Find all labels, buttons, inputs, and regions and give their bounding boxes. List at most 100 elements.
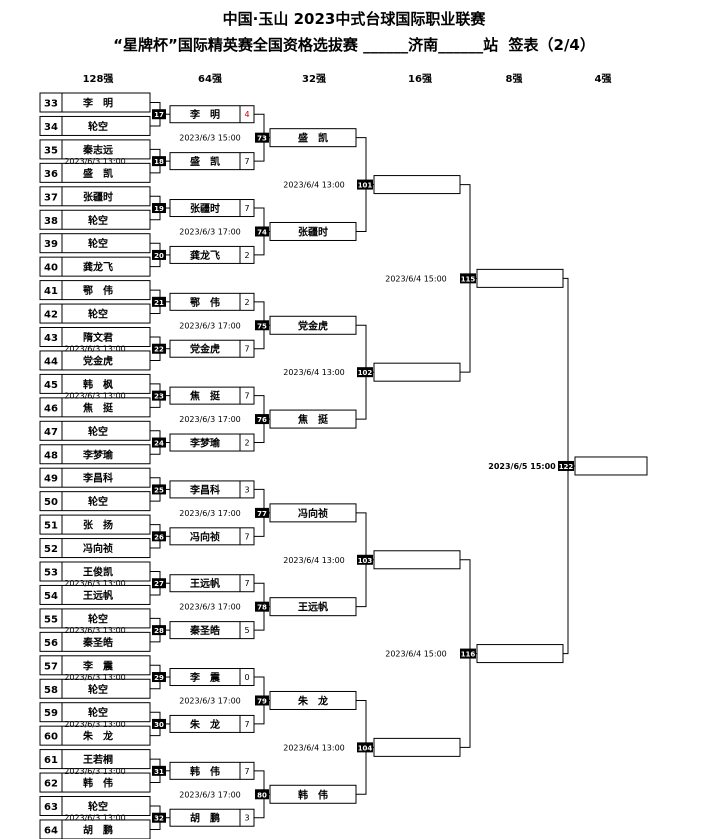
r128-player-name: 轮空 (88, 308, 108, 321)
r32-match-number: 79 (257, 697, 267, 705)
r128-seed: 42 (44, 310, 58, 321)
r64-match-number: 26 (154, 533, 164, 541)
r128-player-name: 冯向祯 (83, 542, 113, 555)
round-header-8: 8强 (505, 74, 523, 85)
r64-match-number: 28 (154, 627, 164, 635)
r32-player-name: 冯向祯 (298, 507, 328, 520)
r16-match-time: 2023/6/4 15:00 (385, 650, 447, 659)
r32-match-number: 74 (257, 228, 267, 236)
r64-match-number-box (152, 672, 166, 683)
r64-score: 7 (244, 345, 249, 354)
r128-player-name: 秦圣皓 (82, 636, 113, 649)
r64-match-number-box (152, 812, 166, 823)
r128-seed: 40 (44, 263, 58, 274)
round-header-128: 128强 (82, 74, 114, 85)
r64-score: 0 (244, 673, 249, 682)
r16-match-number-box (357, 367, 373, 378)
r64-player-name: 韩 伟 (190, 765, 220, 778)
r4-slot-box (574, 456, 648, 476)
round-header-4: 4强 (594, 74, 612, 85)
r16-match-number: 104 (358, 744, 373, 752)
r64-match-number-box (152, 578, 166, 589)
r128-seed: 33 (44, 99, 58, 110)
r64-score: 4 (244, 110, 249, 119)
r128-player-name: 轮空 (88, 800, 108, 813)
r64-score: 7 (244, 532, 249, 541)
r64-match-number-box (152, 109, 166, 120)
r128-seed: 63 (44, 802, 58, 813)
r16-match-time: 2023/6/4 15:00 (385, 274, 447, 283)
r128-player-name: 韩 伟 (83, 777, 113, 790)
r64-match-time: 2023/6/3 15:00 (179, 134, 241, 143)
r32-player-name: 焦 挺 (297, 413, 329, 426)
r64-score: 7 (244, 392, 249, 401)
r128-match-time: 2023/6/3 13:00 (64, 157, 126, 166)
r64-score: 3 (244, 485, 249, 494)
r128-player-name: 秦志远 (82, 143, 113, 156)
r128-player-name: 轮空 (88, 237, 108, 250)
round-header-32: 32强 (302, 74, 326, 85)
r128-match-time: 2023/6/3 13:00 (64, 673, 126, 682)
r128-player-name: 党金虎 (83, 354, 113, 367)
r64-player-name: 朱 龙 (190, 718, 220, 731)
r64-match-number: 20 (154, 252, 164, 260)
r64-score: 2 (244, 439, 249, 448)
r32-match-number-box (255, 601, 269, 612)
r16-slot-box (373, 175, 461, 195)
r64-match-time: 2023/6/3 17:00 (179, 509, 241, 518)
r128-seed: 49 (44, 474, 58, 485)
r32-match-number: 80 (257, 791, 267, 799)
r16-match-number: 103 (358, 557, 373, 565)
r16-match-number: 102 (358, 369, 373, 377)
r64-match-number: 23 (154, 393, 164, 401)
r128-seed: 45 (44, 380, 58, 391)
r128-seed: 39 (44, 239, 58, 250)
r128-match-time: 2023/6/3 13:00 (64, 392, 126, 401)
r128-player-name: 胡 鹏 (83, 823, 113, 836)
r64-match-number-box (152, 390, 166, 401)
r128-seed: 52 (44, 544, 58, 555)
r64-match-number: 30 (154, 721, 164, 729)
r128-seed: 55 (44, 614, 58, 625)
r64-player-name: 王远帆 (190, 577, 220, 590)
r128-player-name: 轮空 (88, 214, 108, 227)
r128-seed: 34 (44, 122, 58, 133)
r128-player-name: 隋文君 (83, 331, 113, 344)
r64-match-number: 18 (154, 158, 164, 166)
r128-seed: 38 (44, 216, 58, 227)
r128-player-name: 盛 凯 (83, 167, 113, 180)
r4-match-number: 122 (559, 463, 574, 471)
r64-player-name: 盛 凯 (190, 155, 220, 168)
r128-seed: 56 (44, 638, 58, 649)
r64-match-number: 27 (154, 580, 164, 588)
r128-seed: 41 (44, 286, 58, 297)
r32-match-number-box (255, 132, 269, 143)
r8-match-time: 2023/6/5 15:00 (488, 462, 556, 471)
r64-match-number: 19 (154, 205, 164, 213)
round-header-64: 64强 (198, 74, 222, 85)
r16-slot-box (373, 550, 461, 570)
r128-match-time: 2023/6/3 13:00 (64, 626, 126, 635)
r64-score: 7 (244, 204, 249, 213)
r64-match-number: 32 (154, 815, 164, 823)
r128-seed: 37 (44, 192, 58, 203)
r64-match-number: 22 (154, 346, 164, 354)
r32-match-number: 78 (257, 604, 267, 612)
r8-slot-box (476, 268, 564, 288)
r128-seed: 44 (44, 356, 58, 367)
r128-player-name: 鄂 伟 (83, 284, 113, 297)
r64-score: 2 (244, 251, 249, 260)
r32-match-time: 2023/6/4 13:00 (283, 181, 345, 190)
r64-match-time: 2023/6/3 17:00 (179, 415, 241, 424)
r128-match-time: 2023/6/3 13:00 (64, 720, 126, 729)
r16-slot-box (373, 362, 461, 382)
r64-player-name: 秦圣皓 (189, 624, 220, 637)
r8-match-number-box (460, 273, 476, 284)
r64-match-number-box (152, 296, 166, 307)
r128-seed: 61 (44, 755, 58, 766)
r64-player-name: 李昌科 (189, 483, 220, 496)
r64-match-number: 24 (154, 440, 164, 448)
r32-match-number-box (255, 507, 269, 518)
r8-slot-box (476, 644, 564, 664)
